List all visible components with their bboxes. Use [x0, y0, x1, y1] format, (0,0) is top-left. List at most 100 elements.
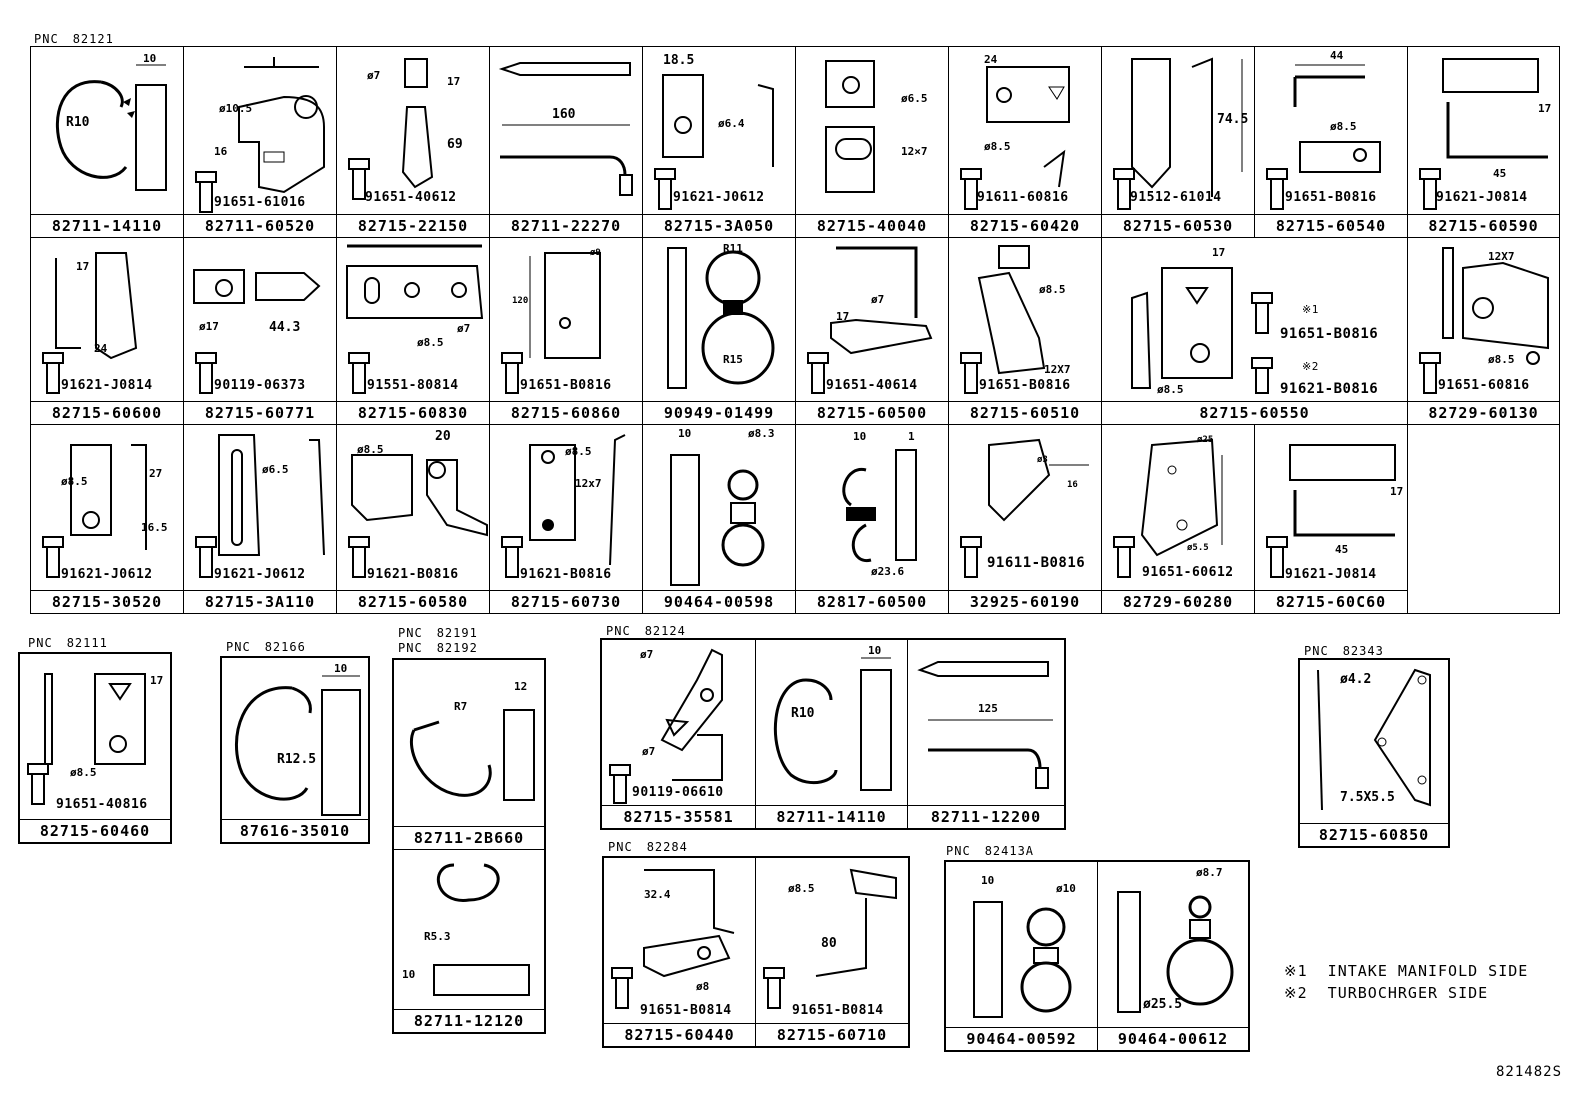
part-cell[interactable]: ø8.5 12X7 91651-B0816 82715-60510	[949, 238, 1102, 425]
dim-label: ø10	[1056, 882, 1076, 895]
bolt-part-number: 91551-80814	[367, 378, 459, 393]
part-cell[interactable]: 10 1 ø23.6 82817-60500	[796, 425, 949, 613]
bolt-part-number: 91651-60612	[1142, 565, 1234, 580]
part-cell[interactable]: 17 45 91621-J0814 82715-60590	[1408, 47, 1559, 238]
part-cell[interactable]: ø8.5 20 91621-B0816 82715-60580	[337, 425, 490, 613]
part-cell[interactable]: ø8.5 80 91651-B0814 82715-60710	[756, 858, 908, 1046]
part-number: 87616-35010	[222, 819, 368, 842]
bolt-part-number: 91651-40612	[365, 190, 457, 205]
part-number: 90464-00598	[643, 590, 795, 613]
part-number: 82711-14110	[31, 214, 183, 237]
dim-label: ø17	[199, 320, 219, 333]
dim-label: R7	[454, 700, 468, 713]
pnc-text: PNC	[1304, 644, 1329, 658]
note-turbocharger: ※2 TURBOCHRGER SIDE	[1284, 984, 1488, 1002]
bolt-part-number: 91621-J0814	[1436, 190, 1528, 205]
dim-label: 10	[334, 662, 348, 675]
dim-label: 27	[149, 467, 163, 480]
pnc-text: PNC	[398, 641, 423, 655]
dim-label: 44.3	[269, 320, 301, 335]
top-parts-grid: 10 R10 82711-14110 ø10.5 16 91651-61016 …	[30, 46, 1560, 614]
dim-label: 17	[1390, 485, 1404, 498]
part-cell[interactable]: ø3 16 91611-B0816 32925-60190	[949, 425, 1102, 613]
part-cell[interactable]: R11 R15 90949-01499	[643, 238, 796, 425]
part-cell[interactable]: 17 45 91621-J0814 82715-60C60	[1255, 425, 1408, 613]
dim-label: 7.5X5.5	[1340, 790, 1395, 805]
part-cell[interactable]: 125 82711-12200	[908, 640, 1064, 828]
part-cell[interactable]: 32.4 ø8 91651-B0814 82715-60440	[604, 858, 756, 1046]
part-cell[interactable]: 24 ø8.5 91611-60816 82715-60420	[949, 47, 1102, 238]
part-cell[interactable]: ø6.5 12×7 82715-40040	[796, 47, 949, 238]
part-cell[interactable]: ø6.5 91621-J0612 82715-3A110	[184, 425, 337, 613]
part-cell[interactable]: 17 24 91621-J0814 82715-60600	[31, 238, 184, 425]
clip-drawing	[973, 901, 1072, 1018]
part-cell[interactable]: ø7 17 69 91651-40612 82715-22150	[337, 47, 490, 238]
part-number: 82729-60130	[1408, 401, 1559, 424]
part-cell[interactable]: 10 ø8.3 90464-00598	[643, 425, 796, 613]
pnc-number: 82192	[436, 641, 478, 655]
bolt-part-number: 91651-B0816	[1280, 326, 1379, 342]
part-cell[interactable]: R7 12 82711-2B660	[394, 660, 544, 850]
part-cell[interactable]: 120 ø9 91651-B0816 82715-60860	[490, 238, 643, 425]
dim-label: 16	[1067, 480, 1078, 490]
part-cell[interactable]: ø17 44.3 90119-06373 82715-60771	[184, 238, 337, 425]
part-cell[interactable]: ø25 ø5.5 91651-60612 82729-60280	[1102, 425, 1255, 613]
part-cell[interactable]: ø7 ø7 90119-06610 82715-35581	[602, 640, 756, 828]
dim-label: ø8.5	[1488, 353, 1515, 366]
part-cell[interactable]: 17 ø8.5 91651-40816 82715-60460	[18, 652, 172, 844]
bracket-drawing	[807, 246, 933, 394]
dim-label: 17	[150, 674, 164, 687]
dim-label: ø25	[1197, 435, 1214, 445]
dim-label: ø7	[642, 745, 656, 758]
part-cell[interactable]: ø10.5 16 91651-61016 82711-60520	[184, 47, 337, 238]
bolt-part-number: 91621-J0612	[214, 567, 306, 582]
clip-drawing	[1117, 891, 1234, 1013]
part-cell[interactable]: ø8.5 27 16.5 91621-J0612 82715-30520	[31, 425, 184, 613]
part-number: 82711-22270	[490, 214, 642, 237]
bracket-drawing	[1113, 57, 1243, 210]
dim-label: 16	[214, 145, 228, 158]
part-cell[interactable]: 12X7 ø8.5 91651-60816 82729-60130	[1408, 238, 1559, 425]
pnc-number: 82111	[66, 636, 108, 650]
bolt-part-number: 91651-40614	[826, 378, 918, 393]
clamp-drawing	[773, 657, 892, 791]
part-number: 32925-60190	[949, 590, 1101, 613]
part-cell[interactable]: 10 ø10 90464-00592	[946, 862, 1098, 1050]
clip-drawing	[670, 454, 765, 586]
part-cell[interactable]: ø7 17 91651-40614 82715-60500	[796, 238, 949, 425]
part-cell[interactable]: 10 R12.5 87616-35010	[220, 656, 370, 844]
pnc-text: PNC	[606, 624, 631, 638]
dim-label: ø7	[457, 322, 471, 335]
bolt-part-number: 91651-B0814	[792, 1003, 884, 1018]
dim-label: ø23.6	[871, 565, 905, 578]
part-cell[interactable]: 17 ø8.5 ※1 91651-B0816 ※2 91621-B0816 82…	[1102, 238, 1408, 425]
part-cell[interactable]: 44 ø8.5 91651-B0816 82715-60540	[1255, 47, 1408, 238]
part-cell[interactable]: 10 R10 82711-14110	[31, 47, 184, 238]
part-cell[interactable]: ø4.2 7.5X5.5 82715-60850	[1298, 658, 1450, 848]
bracket-drawing	[195, 434, 325, 578]
pnc-number: 82343	[1342, 644, 1384, 658]
part-cell[interactable]: R5.3 10 82711-12120	[394, 850, 544, 1032]
part-cell[interactable]: ø8.7 ø25.5 90464-00612	[1098, 862, 1248, 1050]
part-number: 82715-60730	[490, 590, 642, 613]
bracket-drawing	[611, 869, 735, 1009]
part-cell[interactable]: 10 R10 82711-14110	[756, 640, 908, 828]
pnc-number: 82191	[436, 626, 478, 640]
part-cell[interactable]: ø8.5 12x7 91621-B0816 82715-60730	[490, 425, 643, 613]
bracket-drawing	[501, 252, 601, 394]
dim-label: 17	[447, 75, 461, 88]
bracket-drawing	[1419, 247, 1549, 394]
part-cell[interactable]: 74.5 91512-61014 82715-60530	[1102, 47, 1255, 238]
part-cell[interactable]: 160 82711-22270	[490, 47, 643, 238]
clip-drawing	[433, 863, 530, 996]
pnc-text: PNC	[398, 626, 423, 640]
part-number: 82715-60710	[756, 1023, 908, 1046]
clamp-drawing	[234, 675, 361, 816]
dim-label: ø8.7	[1196, 866, 1223, 879]
part-cell[interactable]: ø8.5 ø7 91551-80814 82715-60830	[337, 238, 490, 425]
part-cell[interactable]: 18.5 ø6.4 91621-J0612 82715-3A050	[643, 47, 796, 238]
part-number: 82715-60540	[1255, 214, 1407, 237]
part-number: 82715-60C60	[1255, 590, 1407, 613]
dim-label: ø8.5	[61, 475, 88, 488]
